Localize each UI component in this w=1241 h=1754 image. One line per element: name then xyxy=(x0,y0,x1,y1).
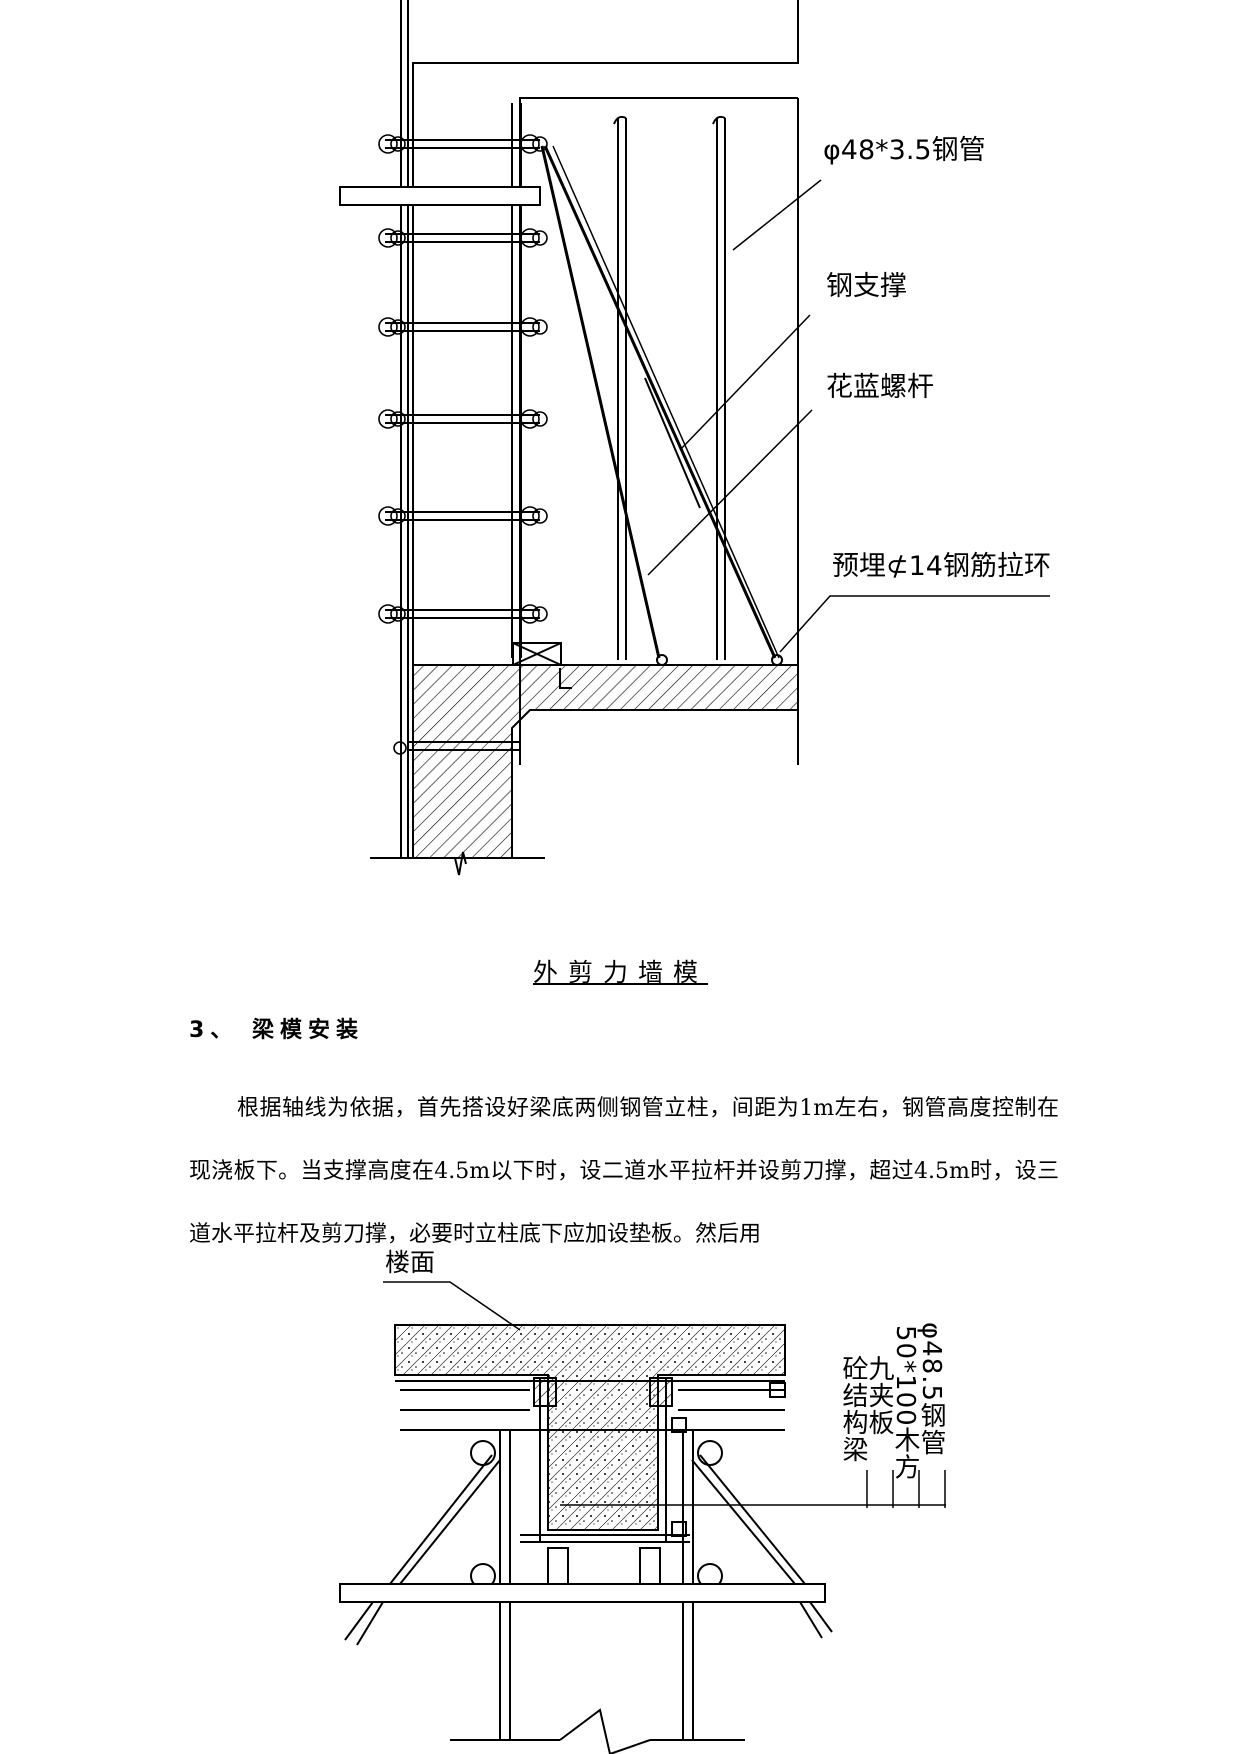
shear-wall-formwork-drawing xyxy=(339,0,1050,876)
label-steel-pipe: φ48*3.5钢管 xyxy=(823,135,986,166)
label-turnbuckle: 花蓝螺杆 xyxy=(826,372,934,403)
label-steel-brace: 钢支撑 xyxy=(826,271,907,302)
label-plywood: 九夹板 xyxy=(864,1355,894,1436)
label-floor-surface: 楼面 xyxy=(385,1248,436,1277)
label-timber: 50*100木方 xyxy=(890,1325,920,1481)
label-concrete-beam: 砼结构梁 xyxy=(838,1355,868,1463)
caption-text: 外剪力墙模 xyxy=(532,958,708,987)
section-heading: 3、 梁模安装 xyxy=(189,1018,364,1043)
section-paragraph: 根据轴线为依据，首先搭设好梁底两侧钢管立柱，间距为1m左右，钢管高度控制在现浇板… xyxy=(189,1096,1059,1247)
label-steel-pipe-2: φ48.5钢管 xyxy=(916,1322,946,1457)
label-embedded-ring: 预埋⊄14钢筋拉环 xyxy=(832,551,1051,582)
figure-caption: 外剪力墙模 xyxy=(0,953,1241,989)
